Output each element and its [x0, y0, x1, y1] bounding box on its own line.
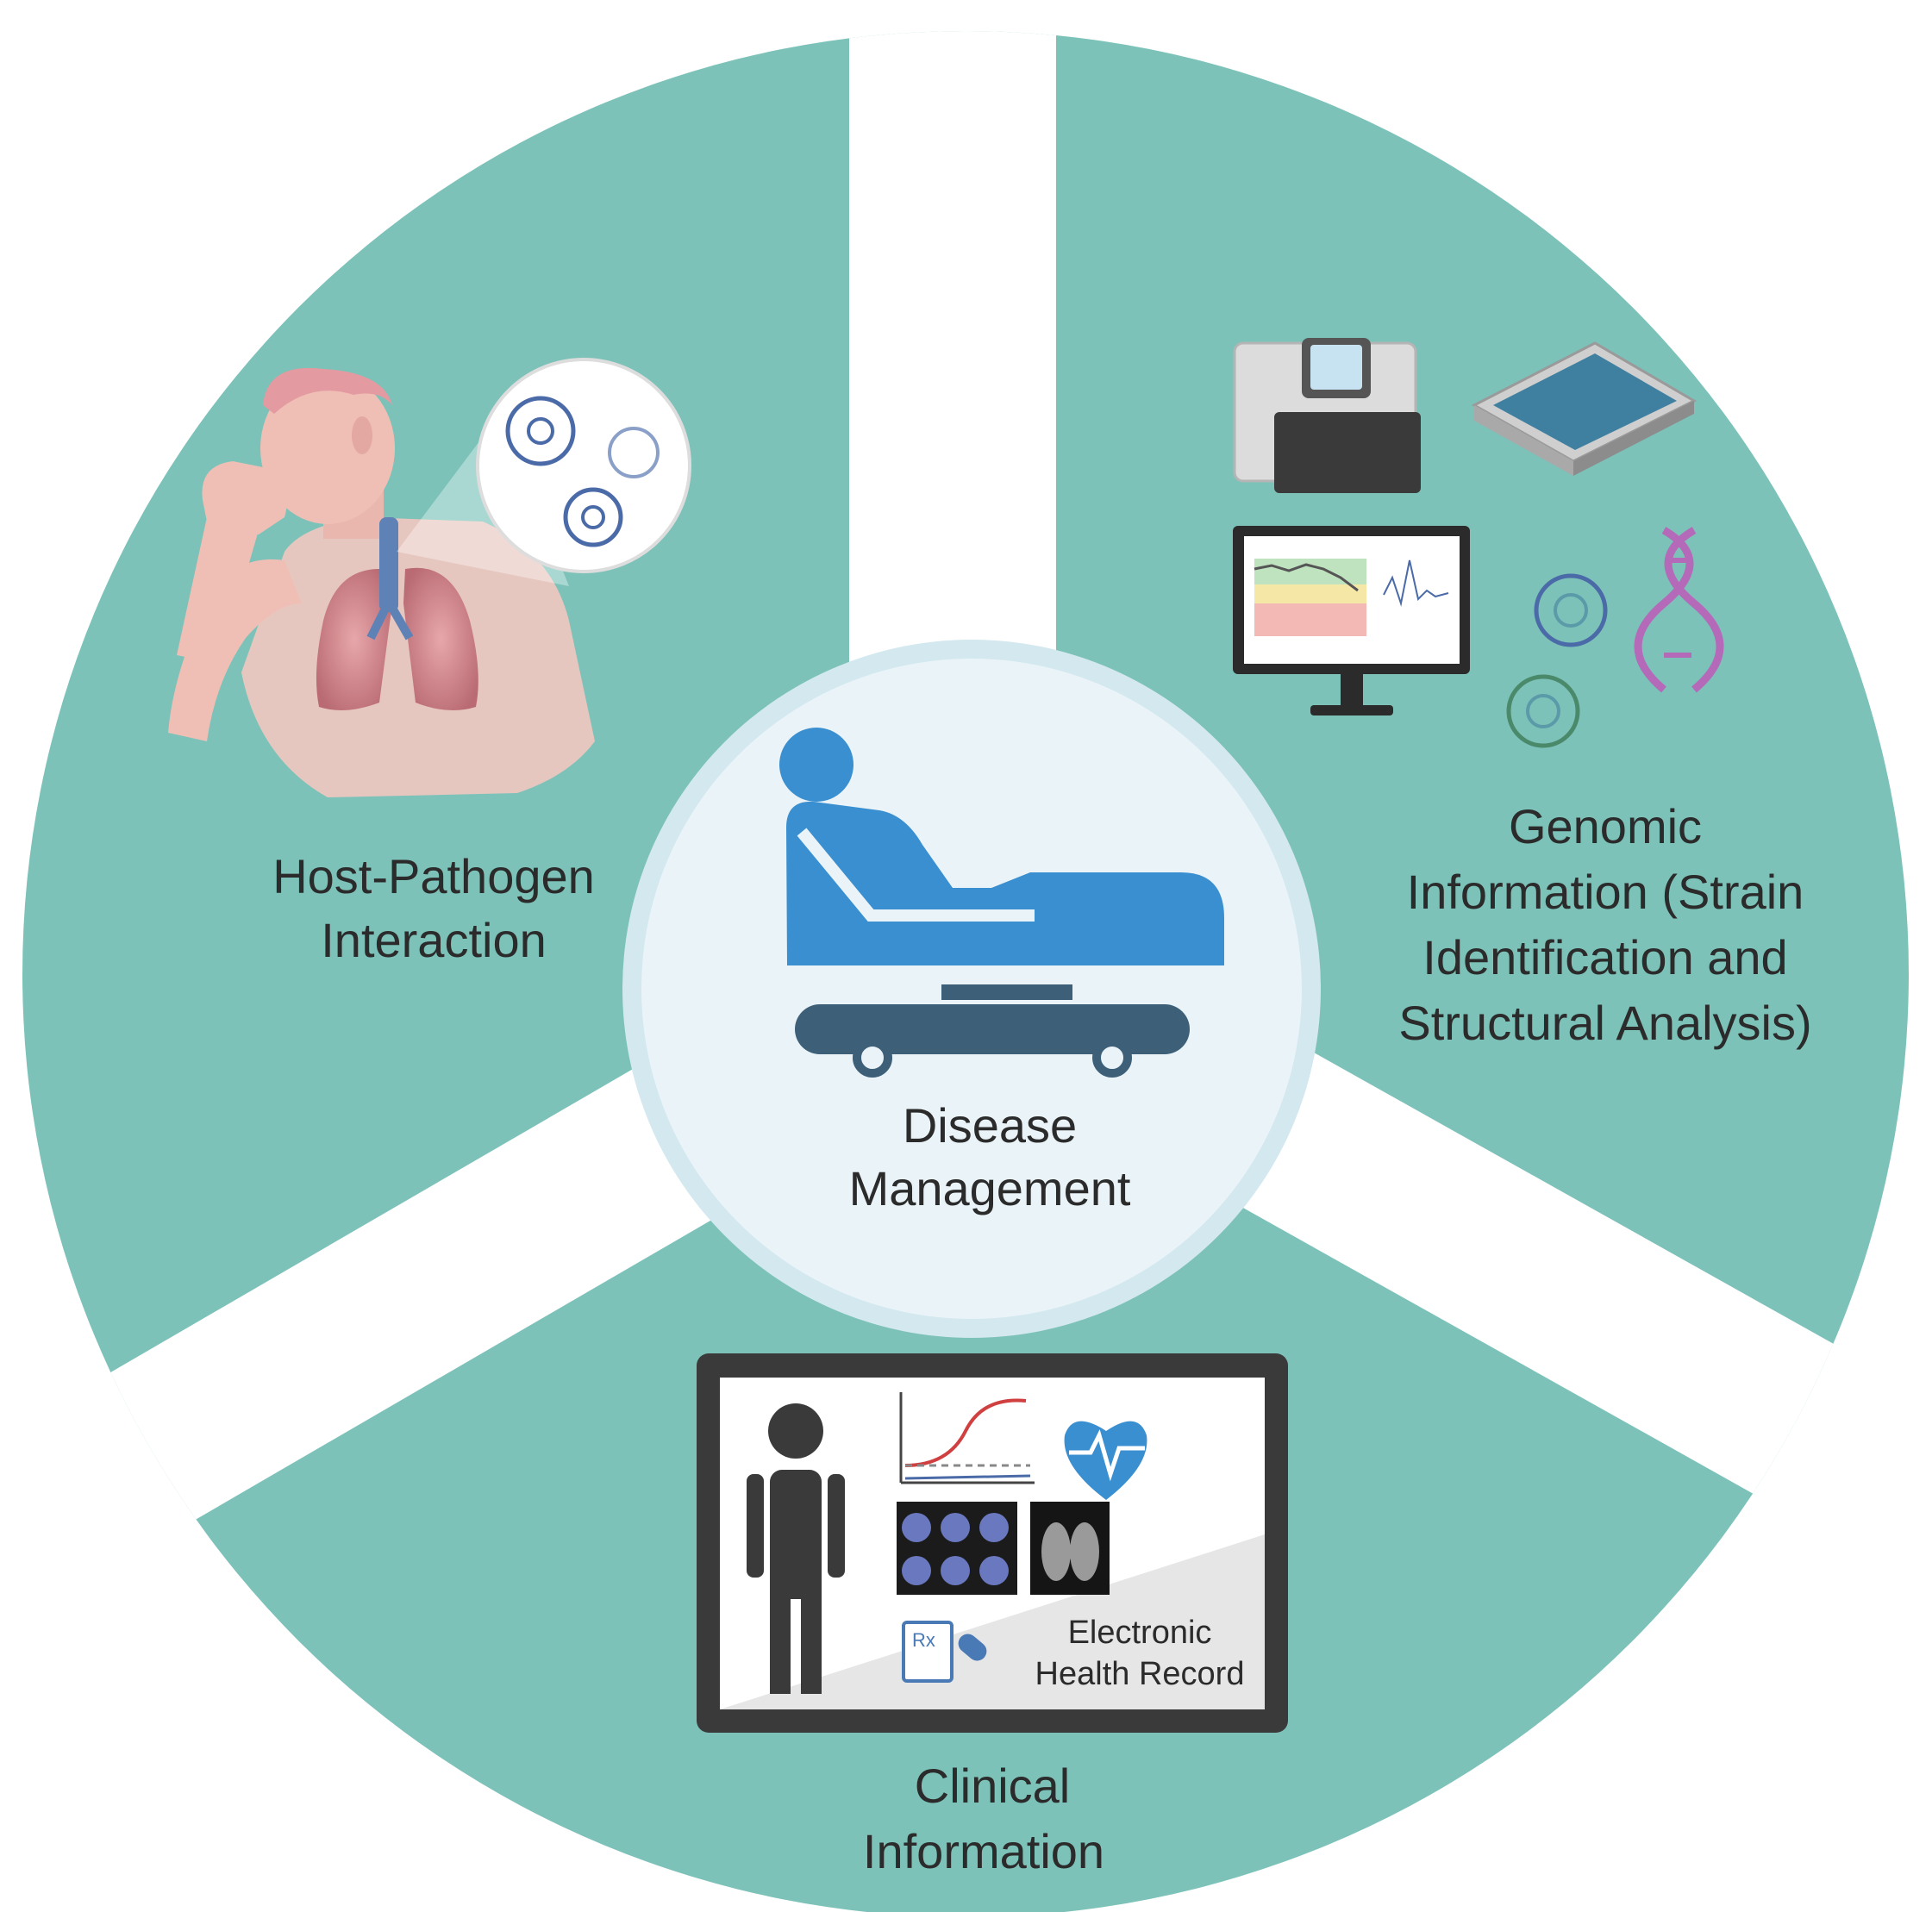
- hospital-bed-icon: [779, 728, 1224, 1078]
- virus-icon: [608, 427, 660, 478]
- person-icon: [747, 1403, 845, 1694]
- monitor-chart-icon: [1233, 526, 1470, 715]
- virus-icon: [505, 396, 576, 466]
- chest-xray-icon: [1030, 1502, 1110, 1595]
- pcr-curve-chart-icon: [899, 1392, 1035, 1484]
- center-hub: Disease Management: [622, 640, 1321, 1338]
- ehr-label-line1: Electronic: [1068, 1615, 1212, 1651]
- brain-scan-images: [897, 1502, 1017, 1595]
- virus-icon: [1506, 674, 1580, 748]
- heartbeat-icon: [1064, 1421, 1147, 1500]
- virus-icon: [1534, 573, 1608, 647]
- genomic-label-line2: Information (Strain: [1407, 865, 1804, 919]
- sequencer-machine-icon: [1233, 338, 1421, 493]
- center-label-line2: Management: [849, 1161, 1131, 1215]
- clinical-label-line2: Information: [863, 1824, 1104, 1878]
- coughing-person-illustration: [168, 367, 595, 797]
- prescription-icon: Rx: [902, 1621, 987, 1683]
- clinical-label-line1: Clinical: [915, 1759, 1071, 1813]
- genomic-label-line3: Identification and: [1422, 930, 1787, 984]
- genomic-segment: Genomic Information (Strain Identificati…: [1233, 338, 1812, 1050]
- tablet-sequencer-icon: [1471, 341, 1698, 476]
- svg-text:Rx: Rx: [912, 1629, 935, 1651]
- virus-icon: [563, 487, 623, 547]
- virus-magnifier-bubble: [476, 358, 691, 573]
- host-label-line2: Interaction: [321, 913, 547, 967]
- ehr-tablet: Rx Electronic Health Record: [697, 1353, 1288, 1733]
- host-pathogen-segment: Host-Pathogen Interaction: [168, 358, 691, 967]
- host-label-line1: Host-Pathogen: [272, 849, 595, 903]
- dna-helix-icon: [1634, 527, 1724, 693]
- genomic-label-line4: Structural Analysis): [1398, 996, 1811, 1050]
- center-label-line1: Disease: [903, 1098, 1077, 1153]
- ehr-label-line2: Health Record: [1035, 1656, 1245, 1692]
- genomic-label-line1: Genomic: [1509, 799, 1702, 853]
- clinical-segment: Rx Electronic Health Record Clinical Inf…: [697, 1353, 1288, 1878]
